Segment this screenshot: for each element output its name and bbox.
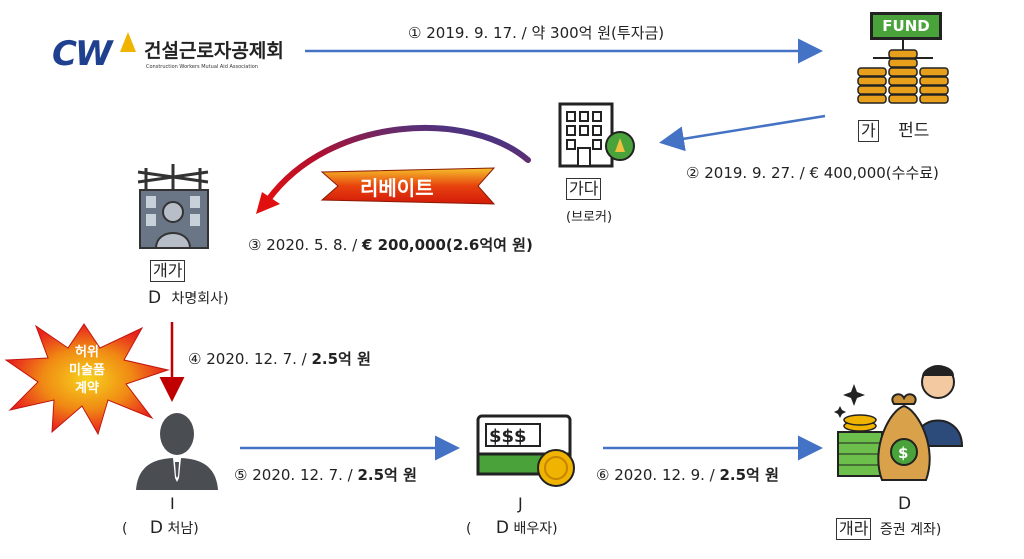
money-bag-person-icon: $ [834, 365, 964, 481]
flow-5-date: 2020. 12. 7. / [252, 466, 353, 484]
fake-contract-line1: 허위 [75, 345, 99, 360]
shell-company-name: 개가 [150, 260, 186, 282]
person-i-letter: I [170, 494, 175, 513]
fake-contract-line2: 미술품 [69, 363, 105, 378]
person-i-d: D [149, 518, 164, 538]
fund-badge: FUND [870, 12, 942, 40]
flow-6-date: 2020. 12. 9. / [614, 466, 715, 484]
fake-contract-line3: 계약 [75, 381, 99, 396]
flow-1-number: ① [408, 24, 422, 42]
shell-company-suffix: 차명회사) [171, 291, 229, 307]
logo: CW 건설근로자공제회 Construction Workers Mutual … [52, 30, 292, 80]
flow-label-4: ④ 2020. 12. 7. / 2.5억 원 [188, 348, 371, 369]
flow-4-number: ④ [188, 350, 202, 368]
logo-name-en: Construction Workers Mutual Aid Associat… [146, 64, 258, 70]
flow-5-number: ⑤ [234, 466, 248, 484]
fund-prefix: 가 [858, 120, 879, 142]
shell-company-prefix: D [148, 288, 162, 308]
rebate-banner [320, 167, 496, 205]
person-j-node: $$$ J ( D 배우자) [462, 412, 612, 552]
logo-brand: CW [52, 34, 112, 74]
person-d-node: $ D 개라 증권 계좌) [830, 362, 1000, 552]
person-d-boxed: 개라 [836, 518, 872, 540]
flow-label-2: ② 2019. 9. 27. / € 400,000(수수료) [686, 162, 939, 183]
flow-6-amount: 2.5억 원 [719, 466, 779, 484]
coin-stacks-icon [857, 40, 949, 104]
flow-3-date: 2020. 5. 8. / [266, 236, 358, 254]
fund-name: 펀드 [898, 121, 930, 141]
person-i-node: I ( D 처남) [118, 412, 258, 552]
person-j-letter: J [518, 494, 523, 513]
svg-text:$$$: $$$ [489, 426, 527, 447]
flow-2-text: 2019. 9. 27. / € 400,000(수수료) [704, 164, 939, 182]
rebate-label: 리베이트 [360, 176, 434, 200]
person-j-prefix: ( [466, 521, 472, 537]
flow-label-1: ① 2019. 9. 17. / 약 300억 원(투자금) [408, 22, 664, 43]
flow-4-date: 2020. 12. 7. / [206, 350, 307, 368]
person-i-suffix: 처남) [167, 521, 199, 537]
person-d-letter: D [898, 494, 912, 514]
broker-name: 가다 [566, 178, 602, 200]
cash-bill-icon: $$$ [476, 414, 575, 487]
flow-5-amount: 2.5억 원 [357, 466, 417, 484]
starburst-icon [4, 323, 170, 436]
fund-node: FUND 가 펀드 [848, 10, 958, 142]
person-i-prefix: ( [122, 521, 128, 537]
puppet-building-icon [137, 164, 209, 249]
building-icon [558, 102, 635, 168]
shell-company-node: 개가 D 차명회사) [128, 160, 268, 310]
flow-3-number: ③ [248, 236, 262, 254]
flow-label-3: ③ 2020. 5. 8. / € 200,000(2.6억여 원) [248, 234, 533, 255]
flow-4-amount: 2.5억 원 [311, 350, 371, 368]
flow-label-5: ⑤ 2020. 12. 7. / 2.5억 원 [234, 464, 417, 485]
person-j-suffix: 배우자) [513, 521, 558, 537]
flow-1-text: 2019. 9. 17. / 약 300억 원(투자금) [426, 24, 665, 42]
svg-text:$: $ [898, 444, 908, 462]
flow-label-6: ⑥ 2020. 12. 9. / 2.5억 원 [596, 464, 779, 485]
flow-6-number: ⑥ [596, 466, 610, 484]
person-d-suffix: 증권 계좌) [879, 522, 942, 538]
person-j-d: D [495, 518, 510, 538]
flow-2-number: ② [686, 164, 700, 182]
fake-contract-label: 허위 미술품 계약 [52, 344, 122, 398]
logo-mark-icon [120, 32, 136, 52]
broker-role: (브로커) [566, 210, 613, 225]
logo-name-ko: 건설근로자공제회 [144, 40, 284, 62]
broker-node: 가다 (브로커) [548, 100, 658, 230]
person-silhouette-icon [136, 413, 218, 490]
flow-3-amount: € 200,000(2.6억여 원) [361, 236, 533, 254]
